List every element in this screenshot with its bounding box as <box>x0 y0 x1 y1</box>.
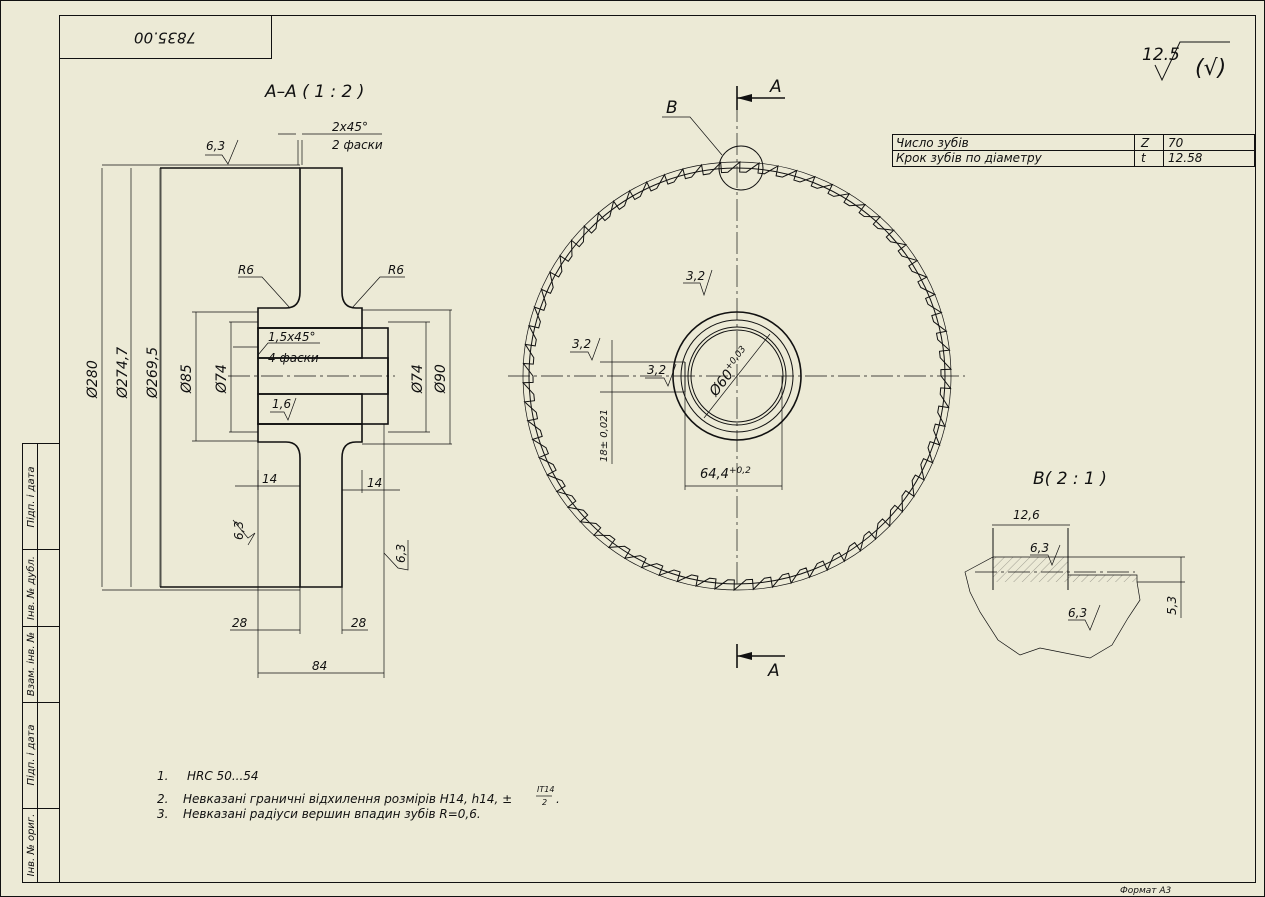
dim-width-84: 84 <box>312 659 327 673</box>
stamp-sign-date-1: Підп. і дата <box>25 466 37 527</box>
rough-face-right: 6,3 <box>394 544 408 563</box>
chamfer-top-note: 2 фаски <box>332 138 383 152</box>
dim-d74-right: Ø74 <box>410 364 426 394</box>
section-mark-top: A <box>769 77 782 97</box>
note-2-text: Невказані граничні відхилення розмірів Н… <box>183 792 512 806</box>
dim-d85: Ø85 <box>179 364 195 394</box>
rough-face-left: 6,3 <box>232 521 246 540</box>
technical-notes: 1. HRC 50...54 2. Невказані граничні від… <box>157 769 560 821</box>
rough-key-3: 3,2 <box>647 363 666 377</box>
stamp-orig-inv: Інв. № ориг. <box>26 814 37 877</box>
gear-front-view <box>508 86 965 668</box>
stamp-replace-inv: Взам. інв. № <box>25 632 37 696</box>
detail-title: B( 2 : 1 ) <box>1033 469 1107 489</box>
section-title: A–A ( 1 : 2 ) <box>264 82 364 102</box>
dim-width-14-left: 14 <box>262 472 277 486</box>
stamp-sign-date-2: Підп. і дата <box>25 724 37 785</box>
rough-rim: 6,3 <box>206 139 225 153</box>
rough-key-2: 3,2 <box>686 269 705 283</box>
rough-bore: 1,6 <box>272 397 291 411</box>
table-value-teeth: 70 <box>1168 136 1184 150</box>
detail-view <box>964 524 1185 659</box>
note-1-text: HRC 50...54 <box>187 769 259 783</box>
note-1-num: 1. <box>157 769 168 783</box>
dim-pitch: 12,6 <box>1013 508 1040 522</box>
side-stamp-column <box>22 443 60 883</box>
roughness-icon <box>1154 41 1230 82</box>
dim-width-28-left: 28 <box>232 616 248 630</box>
section-view <box>101 133 452 678</box>
dim-width-28-right: 28 <box>351 616 367 630</box>
dim-d74-left: Ø74 <box>214 364 230 394</box>
rough-detail-2: 6,3 <box>1068 606 1087 620</box>
dim-d274: Ø274,7 <box>115 347 131 399</box>
format-label: Формат А3 <box>1120 886 1172 896</box>
note-2-num: 2. <box>157 792 168 806</box>
note-2-frac-den: 2 <box>542 798 547 807</box>
table-symbol-t: t <box>1141 151 1147 165</box>
chamfer-bore-size: 1,5x45° <box>268 330 315 344</box>
note-2-tail: . <box>556 792 560 806</box>
gear-parameter-table <box>892 134 1255 167</box>
dim-d269: Ø269,5 <box>145 347 161 399</box>
chamfer-top-size: 2x45° <box>332 120 368 134</box>
note-2-frac-num: IT14 <box>537 785 554 794</box>
drawing-number: 7835.00 <box>134 29 196 47</box>
note-3-num: 3. <box>157 807 168 821</box>
table-value-pitch: 12.58 <box>1168 151 1203 165</box>
rough-detail-1: 6,3 <box>1030 541 1049 555</box>
dim-hub: 64,4+0,2 <box>700 466 751 482</box>
detail-mark: B <box>666 98 678 118</box>
section-mark-bottom: A <box>767 661 780 681</box>
dim-width-14-right: 14 <box>367 476 382 490</box>
dim-d90: Ø90 <box>433 364 449 394</box>
dim-d280: Ø280 <box>85 360 101 399</box>
roughness-default: 12.5 <box>1142 45 1180 65</box>
dim-key: 18± 0,021 <box>599 409 610 462</box>
roughness-other: (√) <box>1195 56 1226 81</box>
dim-height: 5,3 <box>1165 596 1179 615</box>
radius-right: R6 <box>388 263 404 277</box>
note-3-text: Невказані радіуси вершин впадин зубів R=… <box>183 807 481 821</box>
table-label-teeth: Число зубів <box>896 136 969 150</box>
table-symbol-z: Z <box>1140 136 1150 150</box>
stamp-dup-inv: Інв. № дубл. <box>25 556 37 620</box>
dim-bore: Ø60+0,03 <box>705 344 754 400</box>
table-label-pitch: Крок зубів по діаметру <box>896 151 1043 165</box>
rough-key-1: 3,2 <box>572 337 591 351</box>
chamfer-bore-note: 4 фаски <box>268 351 319 365</box>
radius-left: R6 <box>238 263 254 277</box>
